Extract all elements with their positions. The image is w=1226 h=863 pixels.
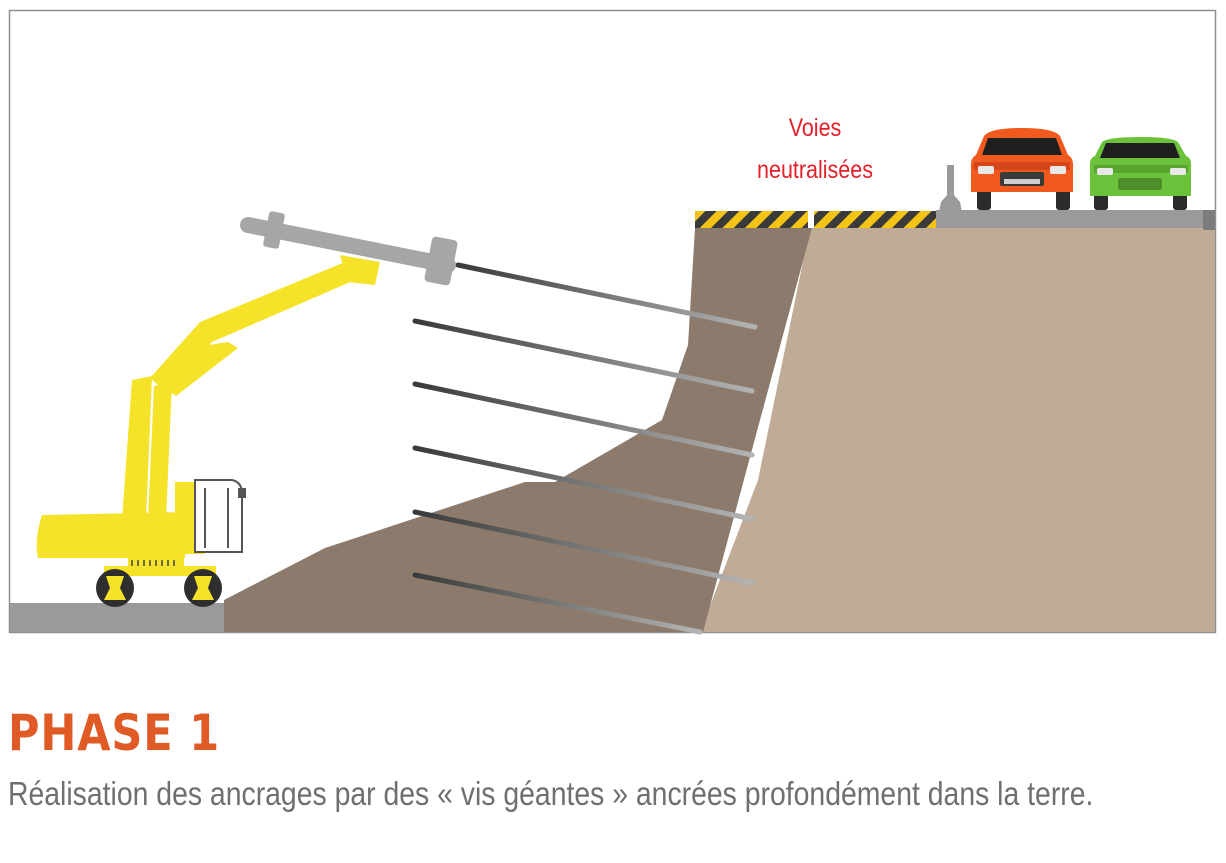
ground-left	[10, 603, 230, 632]
excavator-drill-icon	[36, 211, 458, 607]
road-label-line2: neutralisées	[757, 156, 873, 184]
hazard-stripe-left	[695, 211, 808, 228]
anchor-rod	[412, 572, 703, 635]
anchor-rod	[412, 318, 755, 394]
soil-right	[695, 228, 1215, 632]
phase-title: PHASE 1	[8, 704, 221, 762]
road-surface	[936, 210, 1215, 228]
green-car-icon	[1089, 137, 1192, 210]
anchor-rod	[412, 381, 755, 458]
orange-car-icon	[970, 128, 1074, 210]
soil-slope	[224, 228, 812, 632]
phase-caption: Réalisation des ancrages par des « vis g…	[8, 775, 1094, 812]
construction-diagram	[8, 9, 1217, 635]
road-label-line1: Voies	[788, 114, 842, 142]
concrete-barrier-icon	[939, 165, 962, 212]
road-edge	[1203, 210, 1215, 230]
anchor-rod	[455, 262, 758, 330]
anchor-rod	[412, 509, 755, 586]
hazard-stripe-right	[814, 211, 936, 228]
anchor-rods	[412, 262, 758, 635]
anchor-rod	[412, 445, 755, 522]
